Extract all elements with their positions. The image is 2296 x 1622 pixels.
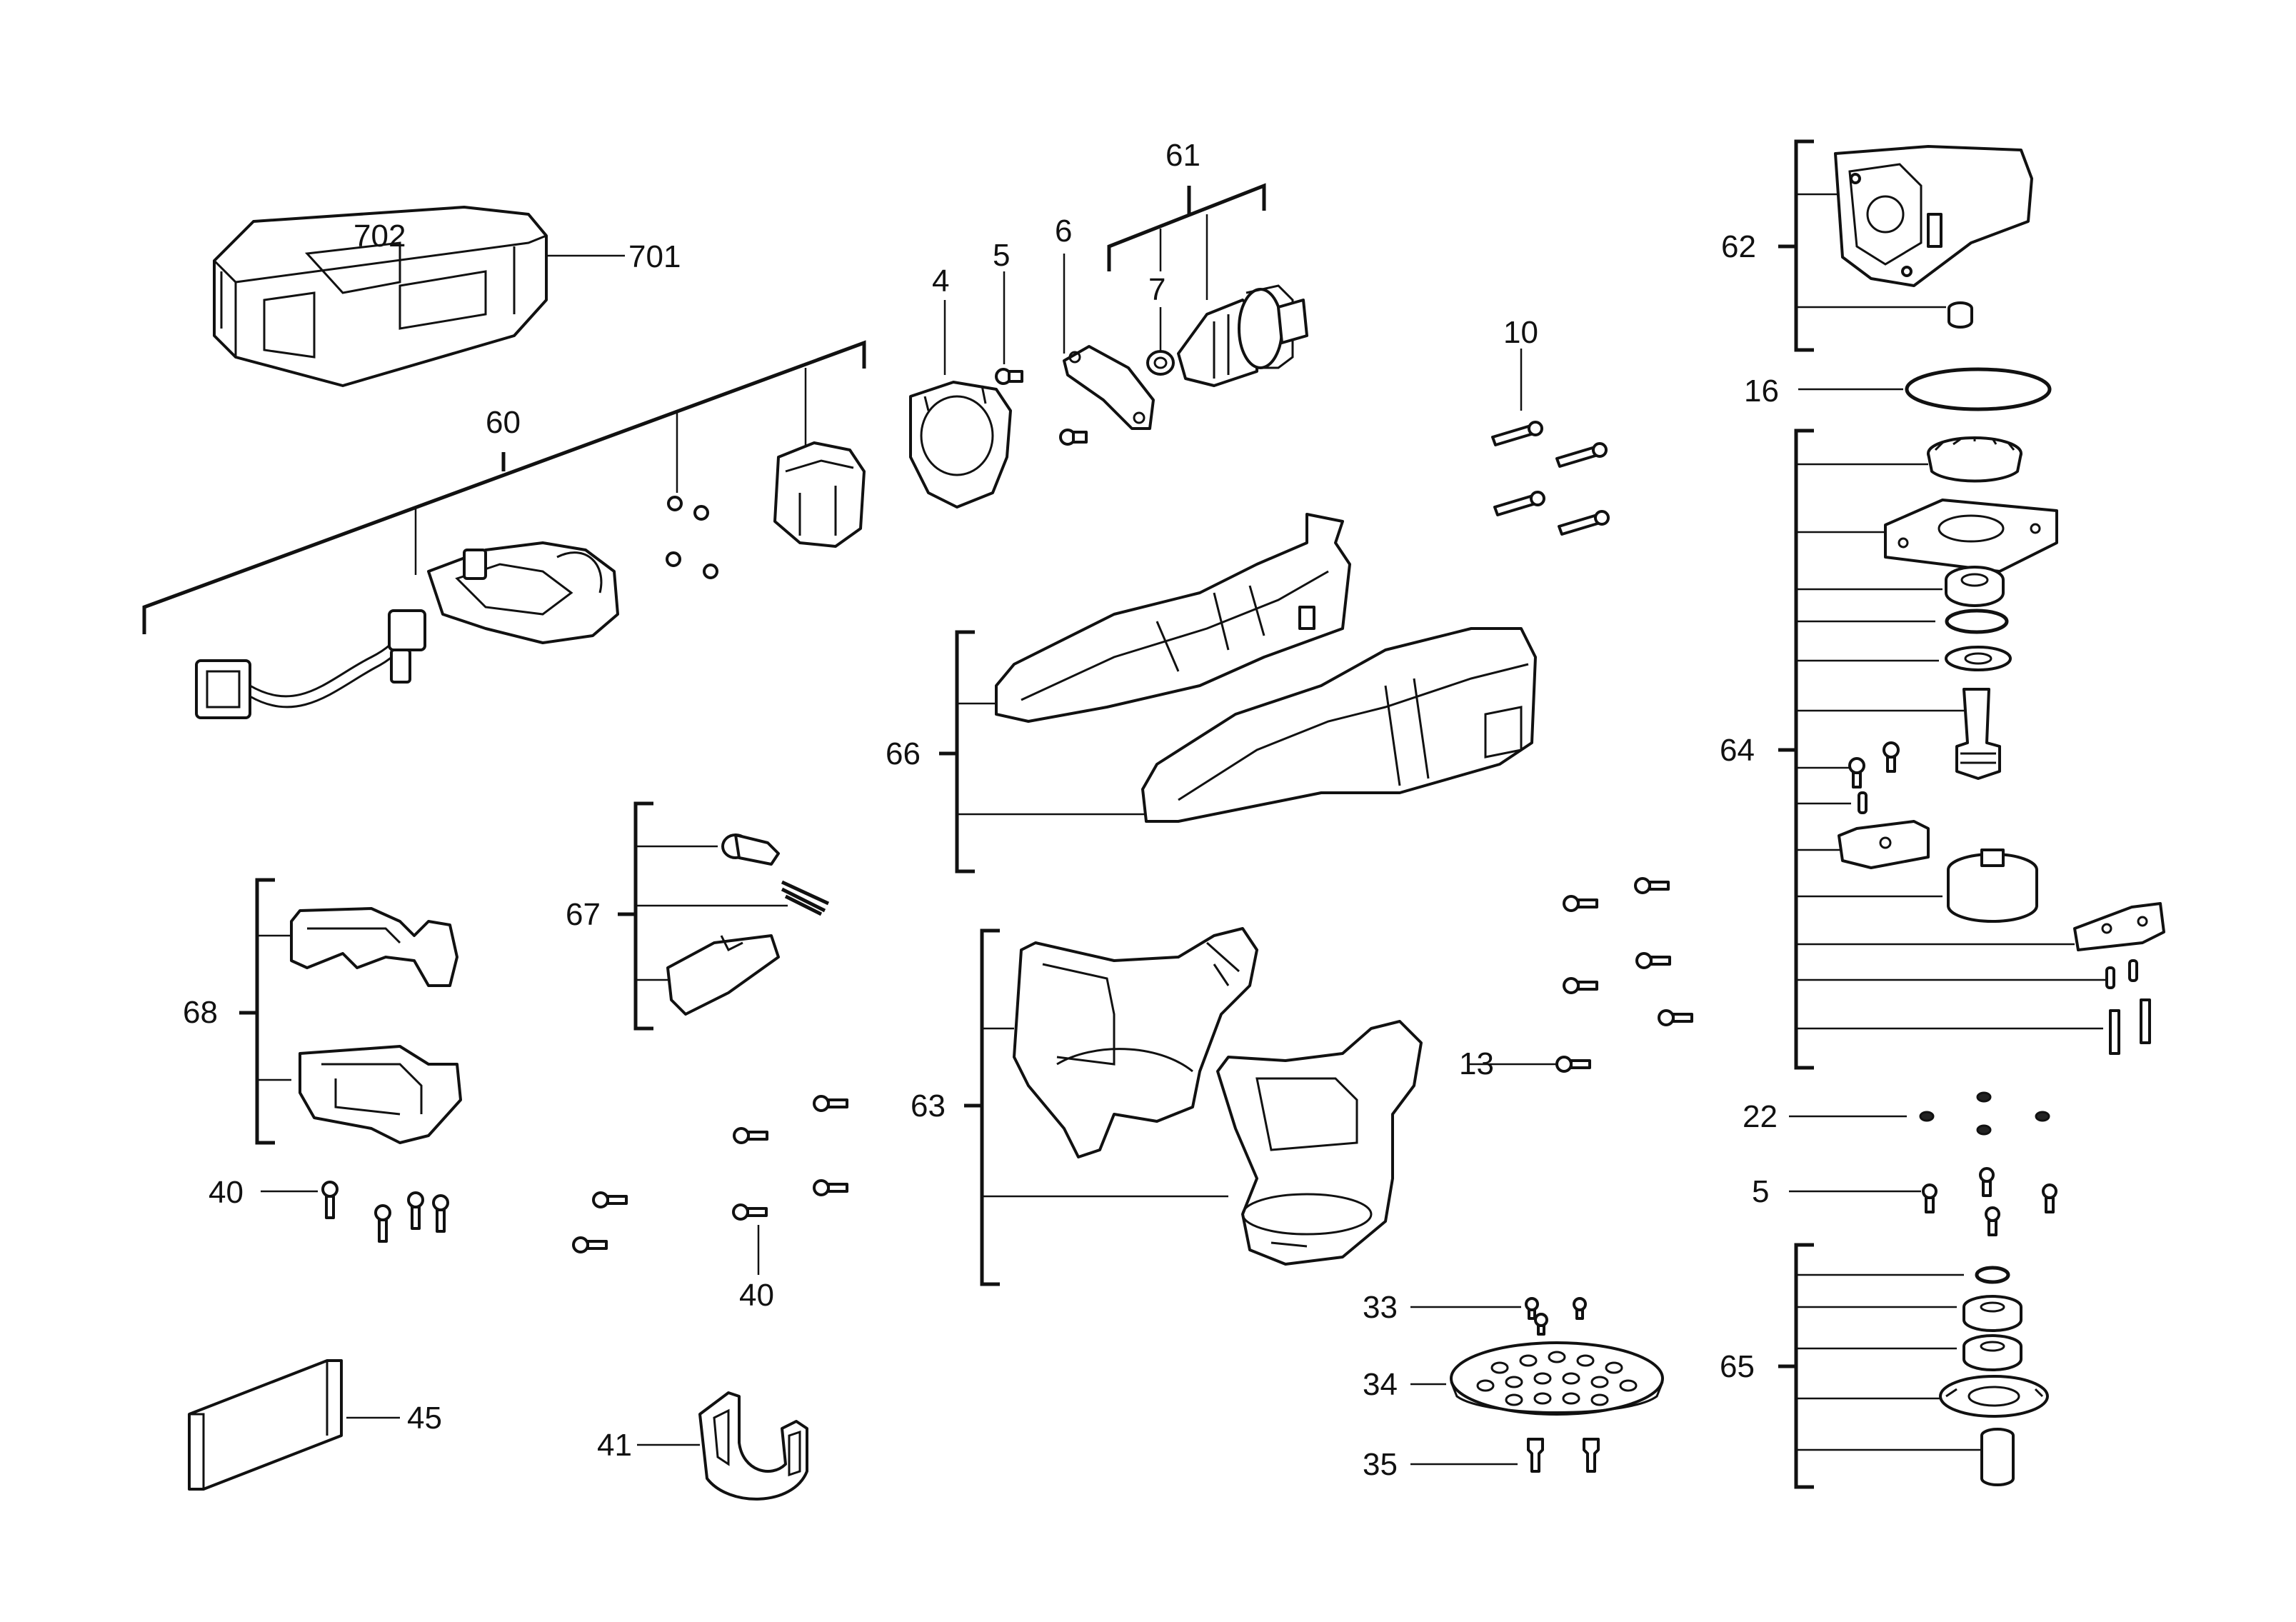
pad-holes [1476, 1351, 1638, 1406]
part-4-ring [909, 381, 1012, 509]
bracket-61 [1107, 183, 1266, 300]
counterweight [1838, 820, 1930, 869]
screws-40-left [321, 1181, 449, 1243]
sleeve-65 [1980, 1428, 2015, 1486]
washer [1945, 646, 2012, 671]
balance-weight [2073, 902, 2165, 951]
manual-document [188, 1359, 343, 1491]
base-housing-right [1216, 1020, 1423, 1266]
label-63: 63 [911, 1088, 946, 1123]
screws-small-64 [1848, 741, 1900, 814]
label-4: 4 [932, 264, 949, 299]
gear-housing [1834, 145, 2033, 287]
part-6-plate [1063, 345, 1155, 430]
o-ring [1905, 367, 2052, 411]
label-13: 13 [1459, 1046, 1494, 1081]
label-16: 16 [1744, 374, 1779, 409]
trigger [666, 934, 780, 1016]
nuts-22 [1919, 1091, 2050, 1136]
label-41: 41 [597, 1428, 632, 1463]
bearing-65-b [1962, 1334, 2022, 1371]
label-66: 66 [886, 736, 921, 771]
screws-60 [666, 496, 718, 579]
screws-40-center [572, 1095, 848, 1253]
screws-33 [1525, 1297, 1587, 1336]
base-housing-left [1013, 927, 1258, 1158]
pins-64 [2105, 959, 2151, 1055]
spindle [1955, 688, 2001, 780]
housing-half-left [995, 513, 1351, 723]
bevel-gear [1927, 436, 2022, 483]
bearing-housing-65 [1939, 1375, 2049, 1418]
label-67: 67 [566, 897, 601, 932]
rotor-gear-assembly [1177, 284, 1308, 387]
part-7-bearing [1146, 350, 1175, 376]
pad-hub [1947, 848, 2038, 923]
label-40-left: 40 [209, 1175, 244, 1210]
battery-cover-lower [299, 1045, 462, 1144]
label-10: 10 [1503, 315, 1538, 350]
label-702: 702 [354, 219, 406, 254]
bearing-65-a [1962, 1295, 2022, 1332]
label-68: 68 [183, 995, 218, 1030]
label-6: 6 [1055, 214, 1072, 249]
label-40-center: 40 [739, 1278, 774, 1313]
label-7: 7 [1148, 272, 1165, 307]
label-62: 62 [1721, 229, 1756, 264]
label-61: 61 [1165, 138, 1200, 173]
circlip-65 [1975, 1266, 2010, 1284]
bracket-63 [964, 928, 1228, 1286]
bracket-60 [142, 340, 866, 634]
label-22: 22 [1743, 1099, 1778, 1134]
carrying-case [213, 206, 548, 387]
bracket-66 [939, 630, 1146, 873]
wiring-harness [195, 541, 619, 719]
switch-plunger [721, 833, 780, 866]
label-33: 33 [1363, 1290, 1398, 1325]
stator-ring [773, 441, 866, 548]
screws-13 [1555, 877, 1693, 1073]
label-701: 701 [628, 239, 681, 274]
screws-35 [1527, 1438, 1600, 1473]
screws-10 [1491, 421, 1610, 536]
label-5-bottom: 5 [1752, 1174, 1769, 1209]
bracket-65 [1778, 1243, 1985, 1489]
small-bushing [1947, 301, 1973, 329]
label-64: 64 [1720, 733, 1755, 768]
ball-bearing [1945, 566, 2005, 607]
bracket-64 [1778, 429, 2107, 1070]
circlip [1945, 609, 2009, 634]
spring [781, 880, 830, 916]
label-45: 45 [407, 1401, 442, 1436]
label-35: 35 [1363, 1447, 1398, 1482]
screws-5-bottom [1922, 1167, 2057, 1236]
label-5-top: 5 [993, 238, 1010, 273]
bracket-67 [618, 801, 788, 1031]
label-65: 65 [1720, 1349, 1755, 1384]
dust-shroud [698, 1391, 808, 1501]
part-5-screw [995, 368, 1088, 446]
bracket-68 [239, 878, 291, 1145]
battery-cover-upper [290, 907, 458, 987]
housing-half-right [1141, 627, 1537, 823]
label-34: 34 [1363, 1367, 1398, 1402]
bearing-plate [1884, 499, 2058, 573]
bracket-62 [1778, 139, 1946, 352]
sanding-pad [1450, 1341, 1664, 1416]
label-60: 60 [486, 405, 521, 440]
